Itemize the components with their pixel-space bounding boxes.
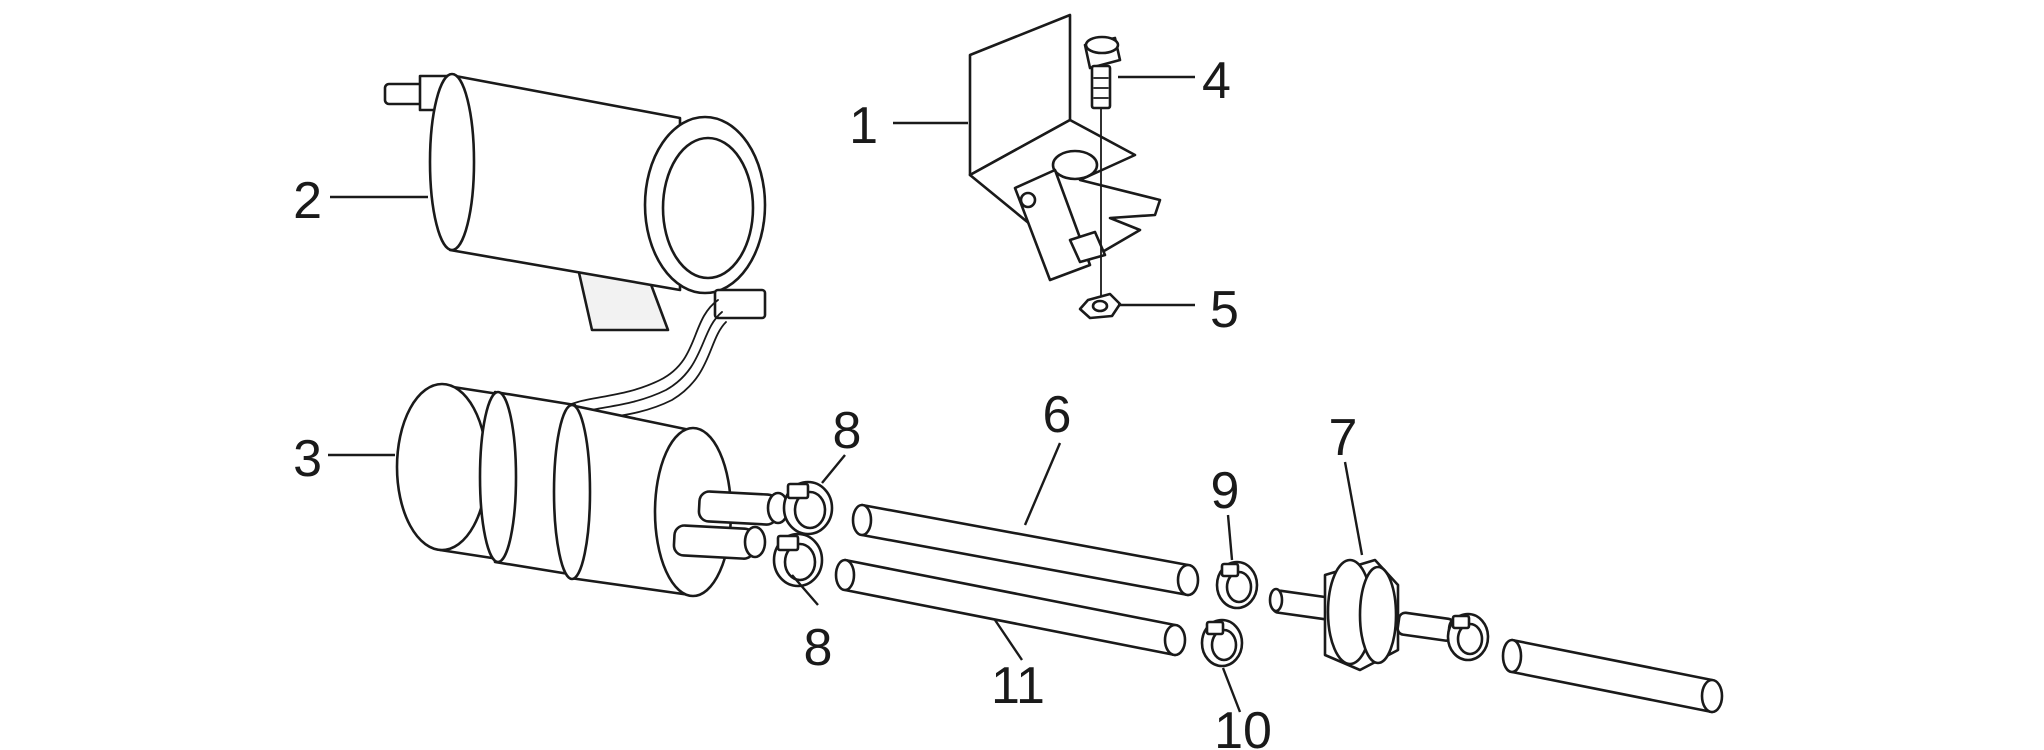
leader-lines	[328, 75, 1364, 713]
callout-6: 6	[1043, 386, 1072, 444]
part-clamp-right	[1446, 612, 1490, 662]
leader-7	[1343, 461, 1364, 556]
part-6-hose	[851, 503, 1200, 597]
leader-10	[1221, 667, 1242, 713]
leader-11	[994, 619, 1023, 661]
leader-8b	[791, 574, 819, 606]
callout-10: 10	[1214, 702, 1272, 750]
part-9-clamp	[1215, 560, 1259, 610]
part-2-solenoid	[383, 72, 767, 427]
callout-5: 5	[1210, 281, 1239, 339]
leader-8a	[821, 454, 846, 484]
callout-8-upper: 8	[833, 402, 862, 460]
part-8-clamp-upper	[782, 480, 834, 536]
leader-6	[1023, 442, 1062, 526]
callout-8-lower: 8	[804, 619, 833, 677]
leader-9	[1226, 514, 1234, 561]
part-7-fuel-filter	[1268, 558, 1463, 672]
part-5-nut	[1078, 292, 1122, 320]
callout-7: 7	[1329, 409, 1358, 467]
callouts: 1 2 3 4 5 6 7 8 8 9 10 11	[293, 52, 1357, 750]
part-4-bolt	[1083, 35, 1122, 301]
part-hose-right	[1501, 638, 1724, 714]
callout-2: 2	[293, 172, 322, 230]
part-8-clamp-lower	[772, 532, 824, 588]
callout-11: 11	[991, 657, 1045, 715]
part-1-bracket	[968, 13, 1162, 282]
callout-1: 1	[849, 97, 878, 155]
callout-4: 4	[1202, 52, 1231, 110]
part-10-clamp	[1200, 618, 1244, 668]
callout-3: 3	[293, 430, 322, 488]
callout-9: 9	[1211, 462, 1240, 520]
part-11-hose	[834, 558, 1187, 657]
part-3-fuel-pump	[395, 382, 790, 598]
